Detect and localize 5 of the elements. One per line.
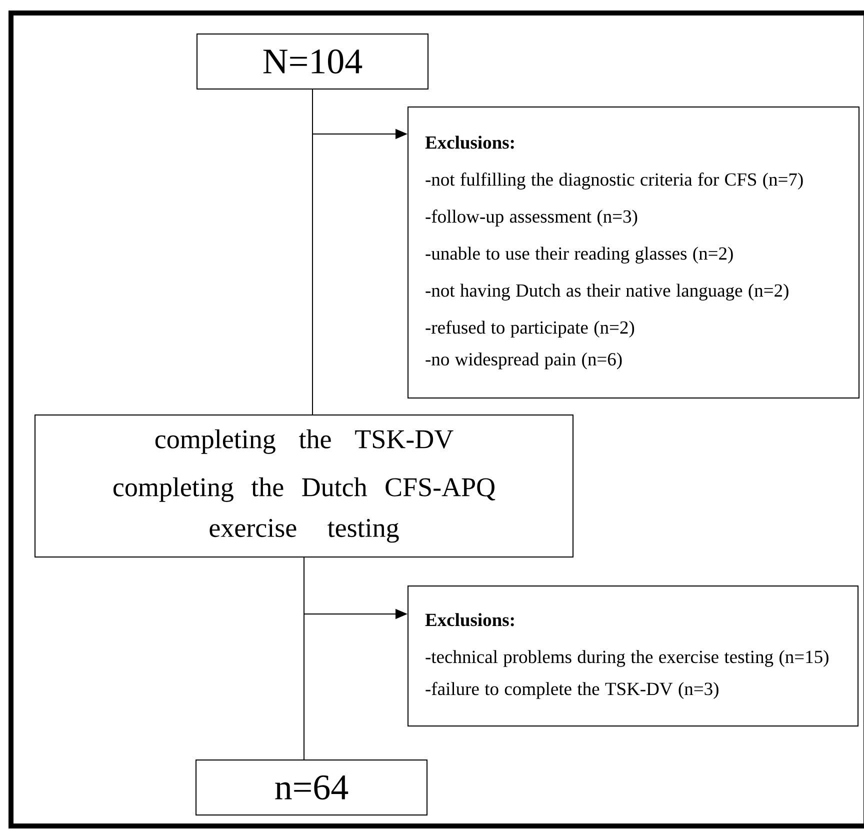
count-box: n=64 [196,760,428,816]
exclusion-box: Exclusions: -not fulfilling the diagnostic criteria for CFS (n=7) -follow-up assessment (n=3) -unable to use their reading glasses (n=2) -not having Dutch as their native language (n=2) -refused to participate (n=2) -no widespread pain (n=6) [408,106,860,398]
exclusion-box: Exclusions: -technical problems during the exercise testing (n=15) -failure to complete the TSK-DV (n=3) [408,586,858,726]
stage-box: completing the TSK-DV completing the Dutch CFS-APQ exercise testing [34,414,574,558]
count-box: N=104 [196,34,428,90]
